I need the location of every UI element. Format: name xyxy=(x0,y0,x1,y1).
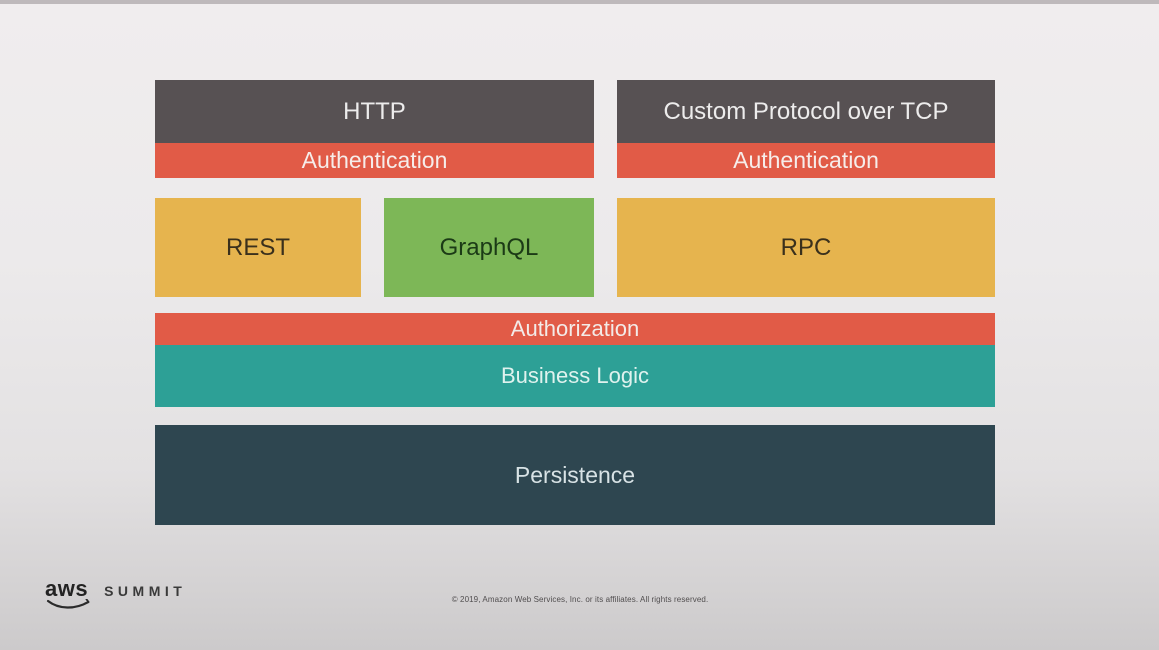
persistence-label: Persistence xyxy=(514,461,636,488)
rest-label: REST xyxy=(225,233,290,261)
summit-label: SUMMIT xyxy=(104,583,187,599)
aws-logo: aws xyxy=(45,576,90,609)
video-top-strip xyxy=(0,0,1159,4)
http-label: HTTP xyxy=(343,97,406,125)
rest-box: REST xyxy=(155,198,361,297)
business-logic-bar: Business Logic xyxy=(155,345,995,407)
footer-brand: aws SUMMIT xyxy=(45,576,187,609)
authentication-label-right: Authentication xyxy=(733,147,879,173)
authentication-bar-right: Authentication xyxy=(617,143,995,178)
custom-protocol-label: Custom Protocol over TCP xyxy=(663,97,949,125)
rpc-label: RPC xyxy=(780,233,832,261)
authorization-label: Authorization xyxy=(510,316,640,341)
aws-smile-icon xyxy=(46,599,90,609)
persistence-box: Persistence xyxy=(155,425,995,525)
rpc-box: RPC xyxy=(617,198,995,297)
custom-protocol-box: Custom Protocol over TCP xyxy=(617,80,995,143)
authorization-bar: Authorization xyxy=(155,313,995,345)
http-box: HTTP xyxy=(155,80,594,143)
authentication-label-left: Authentication xyxy=(301,147,448,173)
business-logic-label: Business Logic xyxy=(501,363,649,388)
graphql-box: GraphQL xyxy=(384,198,594,297)
graphql-label: GraphQL xyxy=(439,233,539,261)
copyright-text: © 2019, Amazon Web Services, Inc. or its… xyxy=(451,595,709,604)
authentication-bar-left: Authentication xyxy=(155,143,594,178)
aws-wordmark-text: aws xyxy=(45,576,89,601)
